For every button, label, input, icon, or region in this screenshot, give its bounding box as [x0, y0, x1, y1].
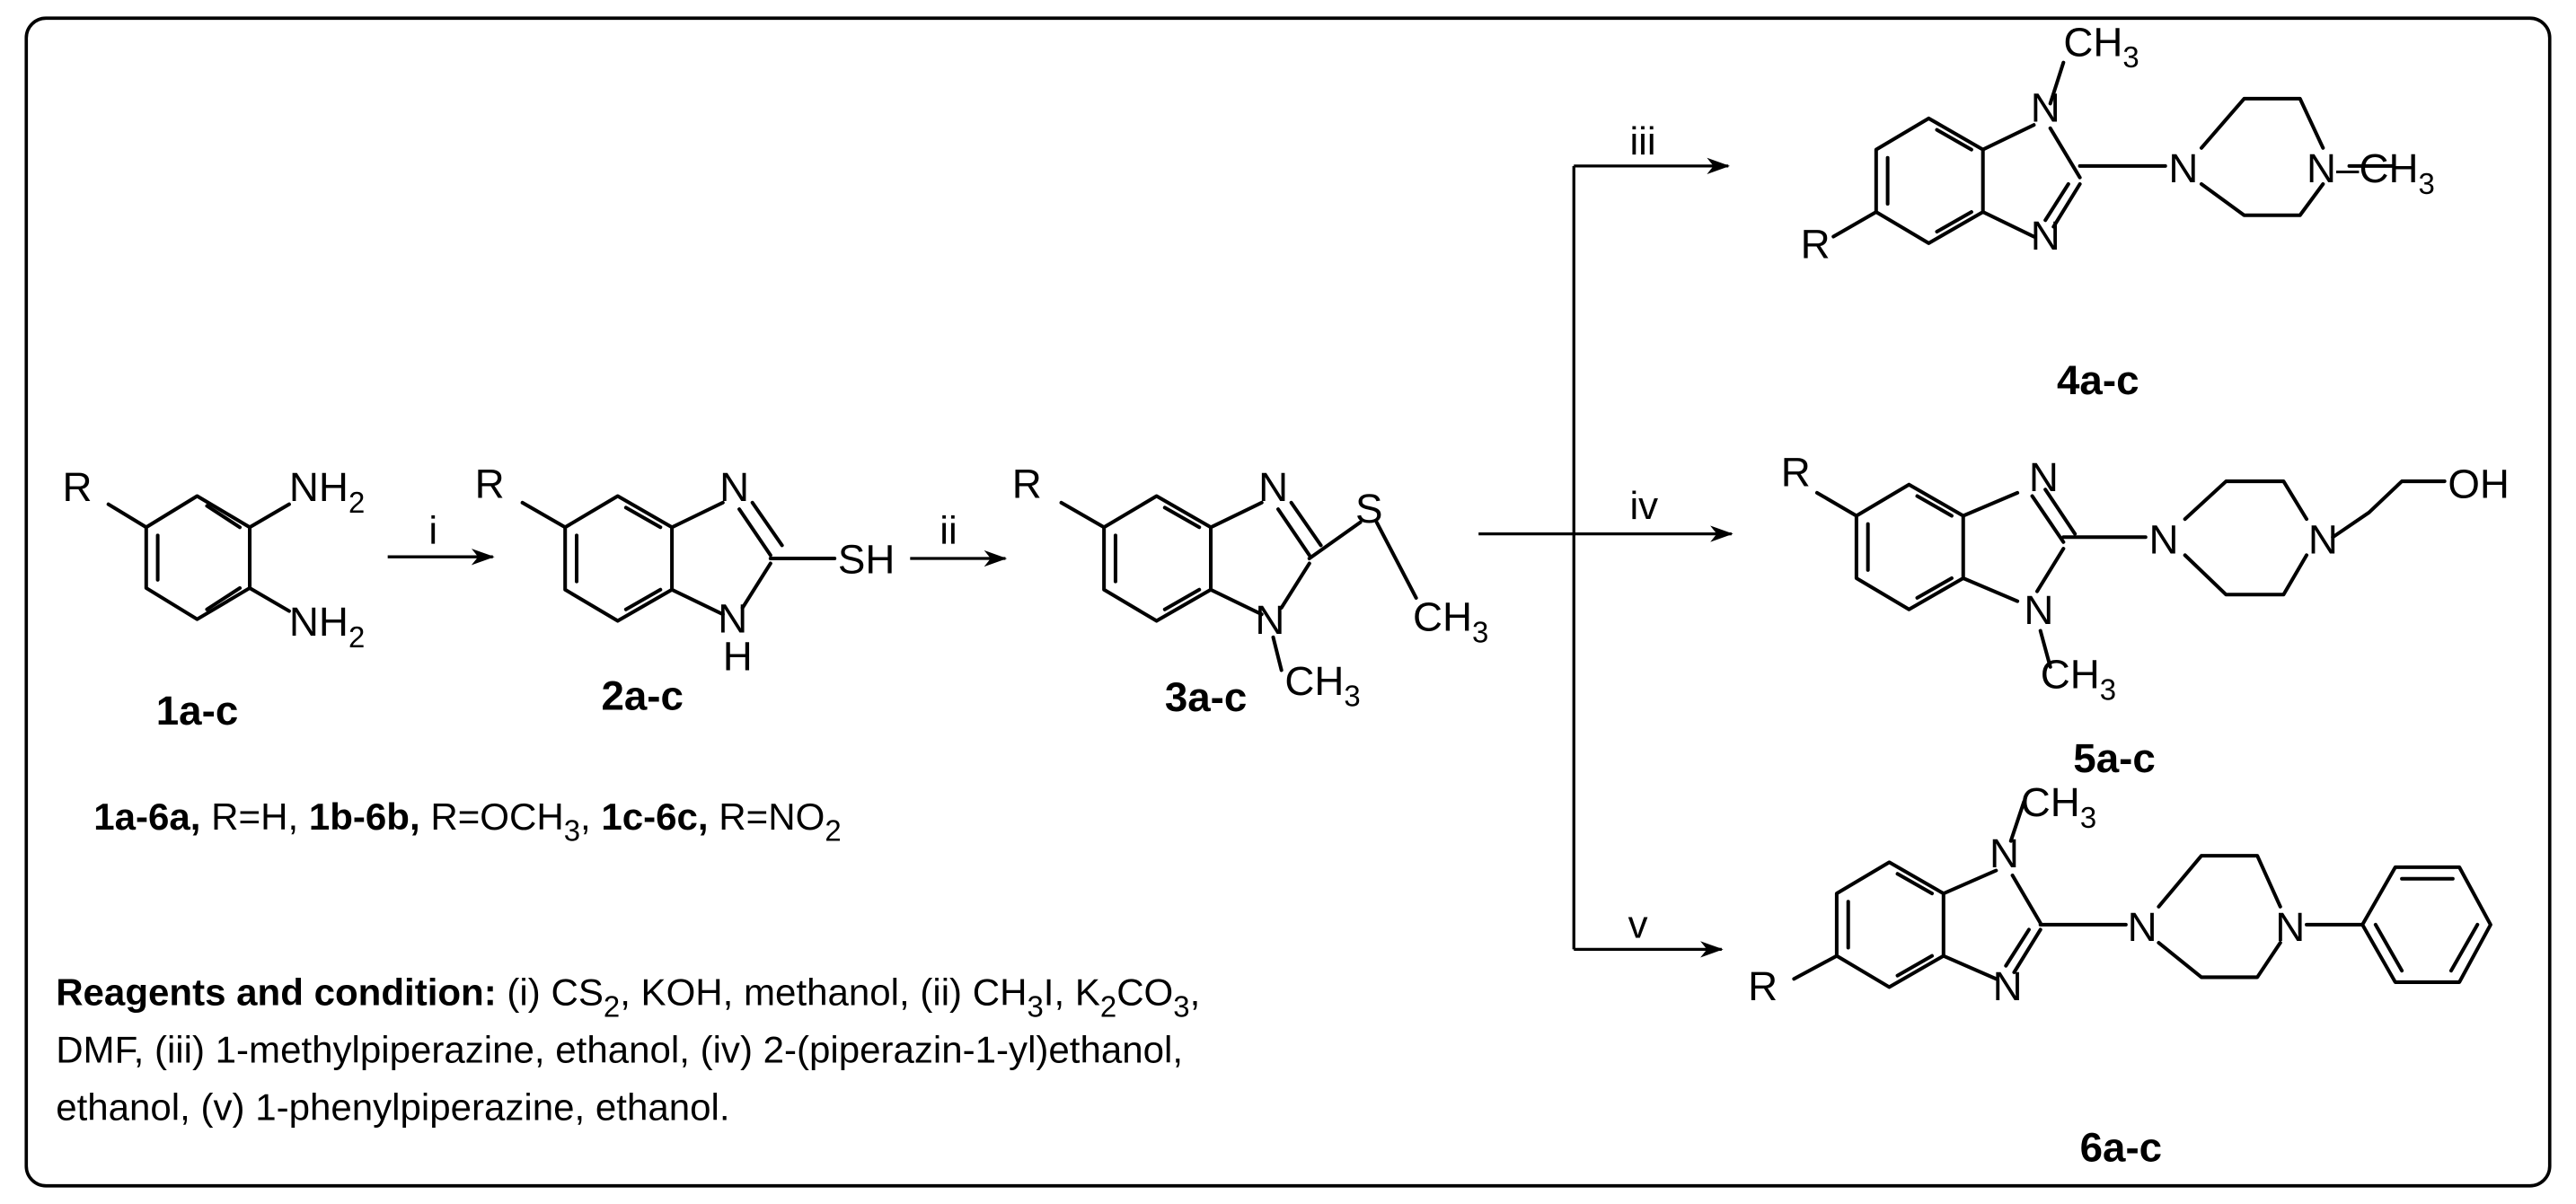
step-iv-label: iv: [1629, 484, 1658, 528]
scheme-frame: [24, 16, 2552, 1188]
imidazole-n-bottom: N: [2031, 213, 2060, 259]
ring-1: [144, 494, 252, 621]
compound-4-structure: CH3 N N N N–CH3 R: [1801, 19, 2435, 267]
compound-1-label: 1a-c: [156, 688, 239, 734]
n-methyl-label: CH3: [2063, 19, 2139, 74]
step-iii-label: iii: [1629, 119, 1655, 163]
compound-2-structure: R N N H SH: [475, 461, 895, 679]
r-group-label: R: [1012, 461, 1042, 506]
imidazole-n-top: N: [719, 464, 749, 510]
n-methyl-label: CH3: [2041, 652, 2116, 707]
imidazole-n-methyl: N: [1255, 597, 1284, 643]
piperazine-n1: N: [2168, 145, 2198, 191]
imidazole-n-methyl: N: [2024, 587, 2053, 633]
imidazole-n-top: N: [2029, 454, 2059, 500]
compound-5-structure: R N N N N OH CH3: [1781, 450, 2510, 707]
compound-2-label: 2a-c: [601, 672, 684, 718]
r-group-label: R: [1781, 450, 1811, 496]
s-methyl-label: CH3: [1413, 594, 1488, 649]
imidazole-n-methyl: N: [1989, 830, 2019, 876]
step-i-label: i: [428, 509, 437, 553]
piperazine-n1: N: [2148, 517, 2178, 563]
n-methyl-label: CH3: [1284, 658, 1360, 713]
amine-label-bottom: NH2: [289, 599, 365, 654]
compound-5-label: 5a-c: [2073, 735, 2156, 781]
imidazole-n-top: N: [1258, 464, 1288, 510]
hydroxyl-label: OH: [2448, 461, 2510, 506]
r-group-label: R: [1801, 221, 1831, 267]
piperazine-n4: N: [2275, 904, 2305, 950]
piperazine-n4: N: [2308, 517, 2338, 563]
amine-label-top: NH2: [289, 464, 365, 519]
piperazine-n4-methyl: N–CH3: [2307, 145, 2435, 200]
phenyl-ring: [2360, 865, 2492, 984]
reagents-line-2: DMF, (iii) 1-methylpiperazine, ethanol, …: [56, 1029, 1183, 1071]
n-methyl-label: CH3: [2021, 779, 2096, 834]
r-group-label: R: [1748, 963, 1778, 1009]
compound-6-structure: CH3 N N N N R: [1748, 779, 2492, 1009]
imidazole-h: H: [723, 633, 753, 679]
imidazole-nh-bottom: N: [718, 595, 747, 641]
substituent-key: 1a-6a, R=H, 1b-6b, R=OCH3, 1c-6c, R=NO2: [93, 795, 841, 848]
step-v-label: v: [1628, 903, 1648, 947]
thioether-s: S: [1355, 486, 1383, 532]
compound-3-label: 3a-c: [1165, 674, 1248, 720]
imidazole-n-bottom: N: [1993, 963, 2023, 1009]
step-ii-label: ii: [940, 509, 957, 553]
reagents-line-1: Reagents and condition: (i) CS2, KOH, me…: [56, 971, 1200, 1024]
compound-3-structure: R N N S CH3 CH3: [1012, 461, 1489, 712]
r-group-label: R: [63, 464, 93, 510]
compound-1-structure: R NH2 NH2: [63, 464, 366, 654]
compound-4-label: 4a-c: [2057, 357, 2139, 403]
reagents-line-3: ethanol, (v) 1-phenylpiperazine, ethanol…: [56, 1086, 729, 1129]
imidazole-n-methyl: N: [2031, 84, 2060, 130]
thiol-label: SH: [838, 536, 895, 582]
r-group-label: R: [475, 461, 505, 506]
piperazine-n1: N: [2128, 904, 2157, 950]
compound-6-label: 6a-c: [2080, 1124, 2163, 1170]
